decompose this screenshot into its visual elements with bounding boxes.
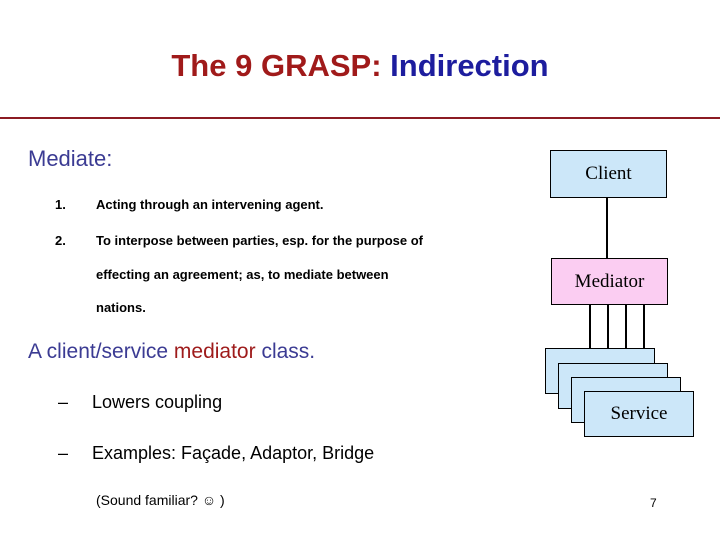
section-heading-mediate: Mediate: — [28, 146, 113, 171]
diagram-box-service-back-3 — [558, 363, 668, 409]
bullet-2-text: Examples: Façade, Adaptor, Bridge — [92, 443, 375, 463]
connector-mediator-service-4 — [643, 304, 645, 389]
diagram-box-service: Service — [584, 391, 694, 437]
connector-client-mediator — [606, 198, 608, 259]
diagram-box-service-back-4 — [545, 348, 655, 394]
diagram-box-mediator-label: Mediator — [574, 270, 645, 292]
definition-1-marker: 1. — [55, 197, 66, 212]
title-topic: Indirection — [390, 48, 549, 83]
title-prefix: The 9 GRASP: — [171, 48, 382, 83]
diagram-box-client-label: Client — [585, 163, 632, 184]
connector-mediator-service-1 — [589, 304, 591, 350]
page-title: The 9 GRASP: Indirection — [0, 48, 720, 84]
footnote-text: (Sound familiar? ☺ ) — [96, 492, 225, 508]
bullet-1-marker: – — [58, 392, 69, 412]
diagram-box-mediator: Mediator — [551, 258, 668, 305]
definition-2-marker: 2. — [55, 233, 66, 248]
summary-keyword: mediator — [173, 340, 256, 363]
summary-suffix: class. — [255, 340, 316, 363]
connector-mediator-service-2 — [607, 304, 609, 362]
definition-2-line-3: nations. — [96, 300, 146, 315]
definition-1-text: Acting through an intervening agent. — [96, 197, 324, 212]
diagram-box-service-label: Service — [610, 403, 668, 424]
definition-2-line-1: To interpose between parties, esp. for t… — [96, 233, 423, 248]
page-number: 7 — [650, 496, 657, 510]
summary-prefix: A client/service — [28, 340, 174, 363]
connector-mediator-service-3 — [625, 304, 627, 376]
diagram-box-service-back-2 — [571, 377, 681, 423]
title-divider — [0, 117, 720, 119]
definition-2-line-2: effecting an agreement; as, to mediate b… — [96, 267, 389, 282]
diagram-box-client: Client — [550, 150, 667, 198]
summary-line: A client/service mediator class. — [28, 340, 315, 364]
bullet-1-text: Lowers coupling — [92, 392, 223, 412]
bullet-2-marker: – — [58, 443, 69, 463]
